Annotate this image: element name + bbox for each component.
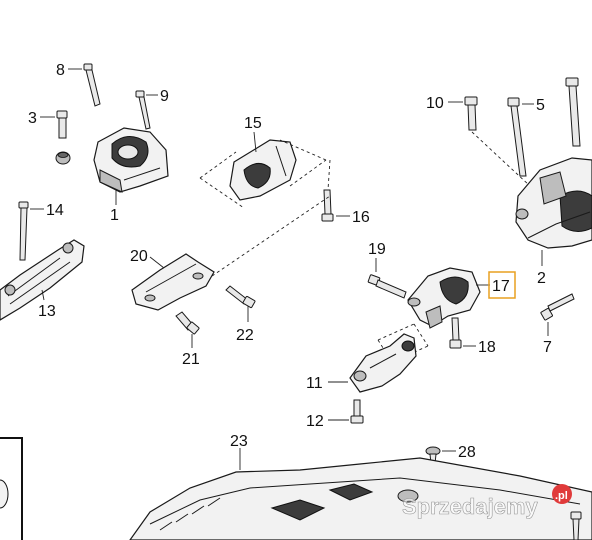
- bracket-20: [131, 253, 215, 311]
- callout-8: 8: [56, 62, 65, 79]
- callout-7: 7: [543, 339, 552, 356]
- watermark-text: Sprzedajemy: [402, 494, 538, 519]
- callout-3: 3: [28, 110, 37, 127]
- callout-5: 5: [536, 97, 545, 114]
- bolt-9: [135, 90, 151, 130]
- bolt-5: [507, 97, 527, 177]
- callout-18: 18: [478, 339, 496, 356]
- callout-11: 11: [306, 375, 323, 392]
- bolt-3: [55, 110, 71, 165]
- callout-14: 14: [46, 202, 64, 219]
- callout-20: 20: [130, 248, 148, 265]
- bolt-22: [225, 285, 256, 309]
- bracket-13: [0, 239, 85, 321]
- callout-21: 21: [182, 351, 200, 368]
- callout-10: 10: [426, 95, 444, 112]
- rear-mount-17: [407, 267, 481, 329]
- watermark-badge-icon: [552, 484, 572, 504]
- callout-17: 17: [492, 278, 510, 295]
- bolt-14: [18, 201, 29, 261]
- callout-28: 28: [458, 444, 476, 461]
- undertray-23: [129, 457, 592, 540]
- bolt-18: [449, 317, 462, 349]
- watermark: Sprzedajemy .pl: [402, 484, 572, 519]
- callout-2: 2: [537, 270, 546, 287]
- bolt-top-right: [565, 77, 581, 147]
- callout-12: 12: [306, 413, 324, 430]
- callout-13: 13: [38, 303, 56, 320]
- torque-link-11: [349, 333, 417, 393]
- bolt-7: [540, 293, 575, 321]
- bolt-12: [350, 399, 364, 424]
- torque-mount-15: [229, 139, 297, 201]
- transmission-mount-2: [515, 157, 592, 249]
- callout-9: 9: [160, 88, 169, 105]
- callout-22: 22: [236, 327, 254, 344]
- bolt-21: [175, 311, 200, 335]
- bolt-19: [367, 274, 407, 299]
- callout-17-highlight: [488, 271, 516, 299]
- callout-15: 15: [244, 115, 262, 132]
- callout-23: 23: [230, 433, 248, 450]
- watermark-badge-text: .pl: [555, 490, 568, 502]
- bolt-bottom-right: [570, 511, 582, 540]
- bolt-16: [321, 189, 334, 222]
- engine-mount-1: [93, 127, 169, 193]
- bolt-10: [464, 96, 478, 131]
- callout-1: 1: [110, 207, 119, 224]
- inset-frame-left: [0, 437, 23, 540]
- callout-19: 19: [368, 241, 386, 258]
- callout-16: 16: [352, 209, 370, 226]
- bolt-8: [83, 63, 101, 107]
